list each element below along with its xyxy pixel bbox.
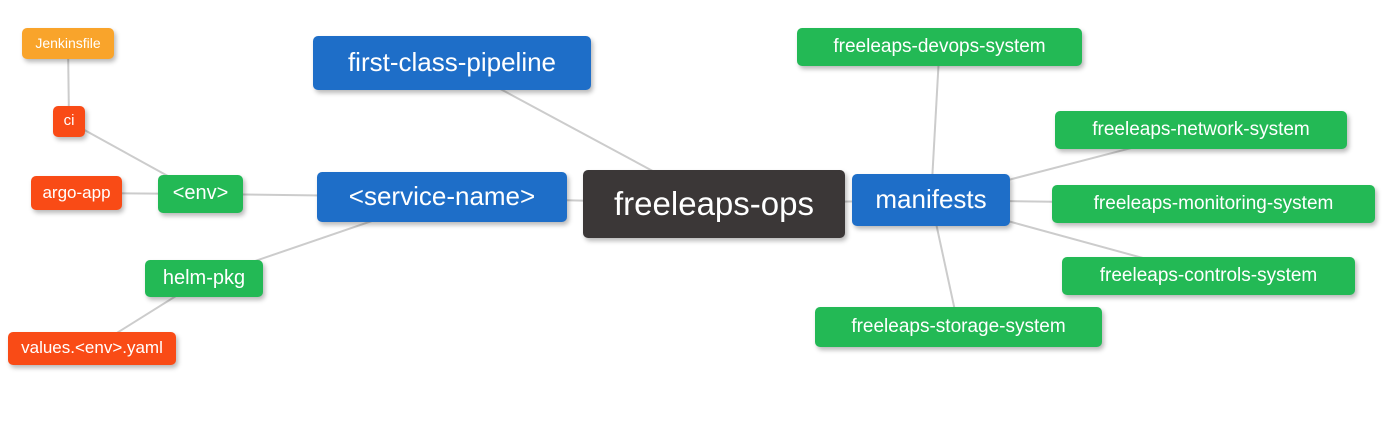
node-label: first-class-pipeline <box>347 47 557 77</box>
node-label: freeleaps-controls-system <box>1099 264 1318 286</box>
node-label: freeleaps-storage-system <box>851 315 1066 337</box>
node-argo-app[interactable]: argo-app <box>31 176 122 210</box>
node-network[interactable]: freeleaps-network-system <box>1055 111 1347 149</box>
node-ci[interactable]: ci <box>53 106 85 137</box>
node-ops[interactable]: freeleaps-ops <box>583 170 845 238</box>
node-monitoring[interactable]: freeleaps-monitoring-system <box>1052 185 1375 223</box>
node-label: manifests <box>875 184 987 214</box>
node-manifests[interactable]: manifests <box>852 174 1010 226</box>
node-values[interactable]: values.<env>.yaml <box>8 332 176 365</box>
node-helm-pkg[interactable]: helm-pkg <box>145 260 263 297</box>
node-label: ci <box>63 112 75 129</box>
node-service[interactable]: <service-name> <box>317 172 567 222</box>
node-jenkinsfile[interactable]: Jenkinsfile <box>22 28 114 59</box>
node-label: freeleaps-ops <box>614 184 814 222</box>
node-label: helm-pkg <box>162 266 246 289</box>
node-label: argo-app <box>42 182 111 202</box>
node-label: freeleaps-network-system <box>1092 118 1310 140</box>
node-label: <env> <box>172 182 229 204</box>
node-pipeline[interactable]: first-class-pipeline <box>313 36 591 90</box>
node-label: freeleaps-devops-system <box>833 35 1046 57</box>
node-env[interactable]: <env> <box>158 175 243 213</box>
node-controls[interactable]: freeleaps-controls-system <box>1062 257 1355 295</box>
node-label: Jenkinsfile <box>35 34 101 51</box>
node-label: freeleaps-monitoring-system <box>1093 192 1334 214</box>
node-storage[interactable]: freeleaps-storage-system <box>815 307 1102 347</box>
node-label: <service-name> <box>348 181 536 211</box>
node-devops[interactable]: freeleaps-devops-system <box>797 28 1082 66</box>
node-label: values.<env>.yaml <box>21 338 163 357</box>
